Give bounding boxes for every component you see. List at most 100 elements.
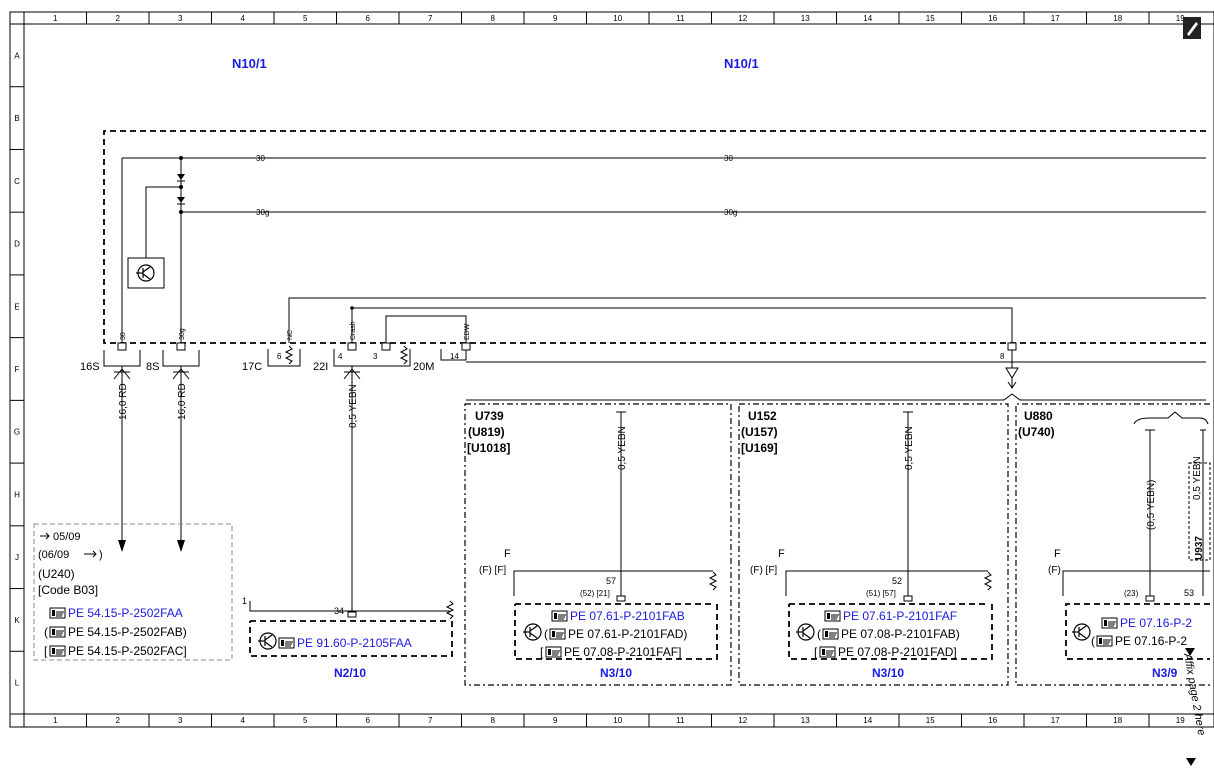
pin-4: 4: [338, 352, 343, 361]
u739-pin: 57: [606, 576, 616, 586]
column-number: 6: [366, 14, 371, 23]
u152-f-alt: (F) [F]: [750, 565, 777, 576]
u880-wire-label-b: 0,5 YEBN: [1192, 456, 1203, 500]
row-letter: C: [14, 177, 20, 186]
column-number: 1: [53, 716, 58, 725]
u152-code-1: U152: [748, 409, 777, 423]
pointing-hand-icon: [1101, 617, 1118, 629]
column-number: 15: [926, 14, 935, 23]
connector-16s: 16S: [80, 361, 100, 373]
column-number: 4: [241, 14, 246, 23]
u152-code-3: [U169]: [741, 441, 778, 455]
pointing-hand-icon: [819, 646, 836, 658]
column-number: 2: [116, 14, 121, 23]
n2-10-label[interactable]: N2/10: [334, 666, 366, 680]
module-n10-outline: [103, 130, 1206, 344]
pin-6: 6: [277, 352, 282, 361]
diode-icon: [177, 197, 185, 203]
column-number: 6: [366, 716, 371, 725]
ref-07-08-2101fad[interactable]: PE 07.08-P-2101FAD]: [838, 645, 957, 659]
bus-label-30-a: 30: [256, 154, 265, 163]
bracket: [: [814, 645, 818, 659]
column-number: 19: [1176, 716, 1185, 725]
pin-14: 14: [450, 352, 459, 361]
pointing-hand-icon: [49, 626, 66, 638]
outer-frame: [9, 11, 1214, 728]
pointing-hand-icon: [545, 646, 562, 658]
u739-label[interactable]: N3/10: [600, 666, 632, 680]
u152-inner-outline: [788, 603, 993, 660]
triangle-down-icon: [1185, 648, 1195, 656]
ref-54-15-2502fab[interactable]: PE 54.15-P-2502FAB): [68, 625, 187, 639]
column-number: 11: [676, 716, 685, 725]
column-number: 10: [613, 716, 622, 725]
u739-code-3: [U1018]: [467, 441, 510, 455]
note-line-2: (06/09: [38, 549, 69, 561]
module-title-left[interactable]: N10/1: [232, 56, 267, 71]
pointing-hand-icon: [1096, 635, 1113, 647]
note-line-1: 05/09: [53, 531, 81, 543]
pin-label-30g: 30g: [179, 328, 186, 340]
ref-07-08-2101faf[interactable]: PE 07.08-P-2101FAF]: [564, 645, 681, 659]
row-letter: D: [14, 240, 20, 249]
u880-wire-label-a: (0,5 YEBN): [1146, 480, 1157, 530]
bracket: [: [44, 644, 48, 658]
u152-pin: 52: [892, 576, 902, 586]
column-number: 3: [178, 14, 183, 23]
column-number: 18: [1113, 14, 1122, 23]
paren: (: [1091, 634, 1095, 648]
ref-07-61-2101fab[interactable]: PE 07.61-P-2101FAB: [570, 609, 685, 623]
n2-10-pin-1: 1: [242, 596, 247, 606]
column-number: 7: [428, 14, 433, 23]
column-number: 12: [738, 14, 747, 23]
u880-side-code: U937: [1194, 536, 1205, 560]
u880-code-1: U880: [1024, 409, 1053, 423]
pin-label-nc: NC: [287, 330, 294, 340]
module-title-right[interactable]: N10/1: [724, 56, 759, 71]
note-box: [33, 523, 233, 661]
ref-91-60-2105faa[interactable]: PE 91.60-P-2105FAA: [297, 636, 412, 650]
u152-f: F: [778, 548, 785, 560]
u880-label[interactable]: N3/9: [1152, 666, 1178, 680]
u739-inner-outline: [514, 603, 718, 660]
paren: (: [544, 627, 548, 641]
column-number: 3: [178, 716, 183, 725]
ref-07-61-2101fad[interactable]: PE 07.61-P-2101FAD): [568, 627, 687, 641]
transistor-box: [127, 257, 165, 289]
row-letter: F: [15, 365, 20, 374]
pointing-hand-icon: [49, 607, 66, 619]
u880-code-2: (U740): [1018, 425, 1055, 439]
pencil-icon[interactable]: [1183, 17, 1201, 39]
wire-label-16rd-b: 16,0 RD: [177, 383, 188, 420]
column-number: 17: [1051, 716, 1060, 725]
ref-07-16-2-a[interactable]: PE 07.16-P-2: [1120, 616, 1192, 630]
row-letter: B: [14, 114, 19, 123]
u739-block: [464, 403, 732, 686]
pin-8: 8: [1000, 352, 1005, 361]
triangle-down-icon: [1186, 758, 1196, 766]
row-letter: G: [14, 428, 20, 437]
row-letter: L: [15, 679, 20, 688]
column-number: 5: [303, 716, 308, 725]
ref-07-08-2101fab[interactable]: PE 07.08-P-2101FAB): [841, 627, 960, 641]
pointing-hand-icon: [551, 610, 568, 622]
ref-07-61-2101faf[interactable]: PE 07.61-P-2101FAF: [843, 609, 957, 623]
connector-20m: 20M: [413, 361, 434, 373]
u152-label[interactable]: N3/10: [872, 666, 904, 680]
bus-label-30g-b: 30g: [724, 208, 737, 217]
n2-10-outline: [249, 620, 453, 657]
column-number: 18: [1113, 716, 1122, 725]
column-number: 13: [801, 716, 810, 725]
note-line-4: [Code B03]: [38, 583, 98, 597]
note-line-3: (U240): [38, 567, 75, 581]
connector-22i: 22I: [313, 361, 328, 373]
column-number: 9: [553, 716, 558, 725]
row-letter: H: [14, 490, 20, 499]
paren: (: [44, 625, 48, 639]
row-letter: K: [14, 616, 20, 625]
ref-07-16-2-b[interactable]: PE 07.16-P-2: [1115, 634, 1187, 648]
ref-54-15-2502faa[interactable]: PE 54.15-P-2502FAA: [68, 606, 183, 620]
bus-label-30g-a: 30g: [256, 208, 269, 217]
ref-54-15-2502fac[interactable]: PE 54.15-P-2502FAC]: [68, 644, 187, 658]
arrow-right-icon: [40, 532, 50, 540]
